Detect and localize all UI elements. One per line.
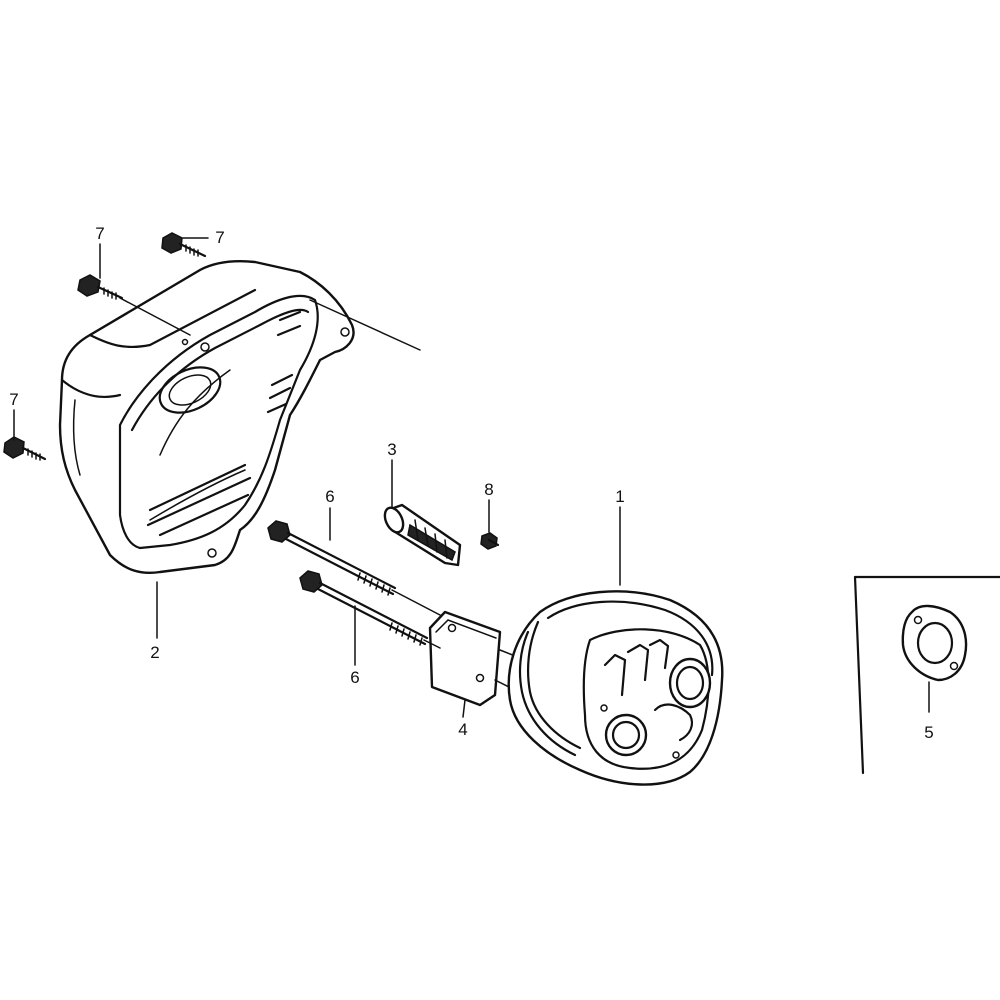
long-bolt-lower (299, 570, 429, 646)
callout-muffler: 1 (615, 487, 624, 506)
gasket-inset (901, 604, 968, 682)
flange-bolt-left (3, 436, 47, 461)
inset-frame (853, 575, 1000, 775)
callout-flange-bolt-top-left: 7 (95, 224, 104, 243)
callout-long-bolt-upper: 6 (325, 487, 334, 506)
long-bolt-upper (267, 520, 397, 596)
flange-bolt-top-left (77, 274, 124, 300)
flange-bolt-top-right (161, 232, 207, 258)
callout-long-bolt-lower: 6 (350, 668, 359, 687)
callout-small-screw: 8 (484, 480, 493, 499)
muffler-protector (58, 260, 355, 574)
callout-flange-bolt-top-right: 7 (215, 228, 224, 247)
callout-spark-arrester: 3 (387, 440, 396, 459)
callout-flange-bolt-left: 7 (9, 390, 18, 409)
spark-arrester (383, 503, 462, 567)
muffler (507, 590, 724, 786)
small-screw (480, 532, 500, 550)
callout-gasket-plate: 4 (458, 720, 467, 739)
gasket-plate (428, 610, 502, 707)
callout-protector: 2 (150, 643, 159, 662)
callout-gasket-inset: 5 (924, 723, 933, 742)
leader-lines (13, 237, 930, 718)
